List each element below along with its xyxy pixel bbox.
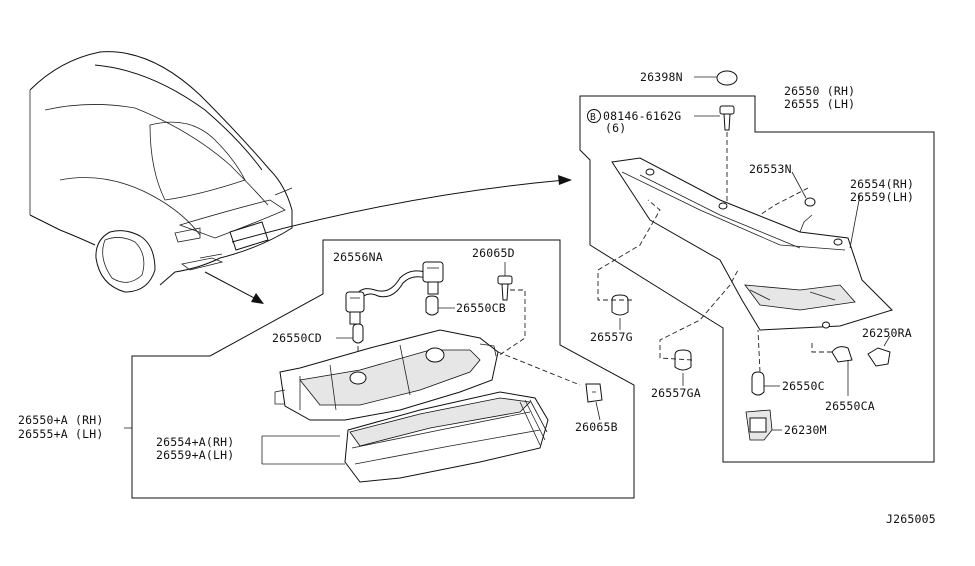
part-labels: 26398N 26550 (RH) 26555 (LH) B 08146-616… — [18, 70, 936, 526]
label-26559-lh: 26559(LH) — [850, 190, 914, 204]
bulb-26550C — [751, 329, 780, 396]
wiring-harness — [345, 261, 444, 325]
arrow-to-rear-light — [231, 175, 572, 243]
screw-26065D — [494, 262, 526, 359]
label-26556NA: 26556NA — [333, 250, 383, 264]
arrow-to-bumper-light — [204, 271, 264, 304]
label-26555-lh: 26555 (LH) — [784, 97, 855, 111]
front-lamp-lens — [344, 391, 549, 483]
rear-combination-lamp — [611, 157, 893, 331]
grommet-26557GA — [659, 269, 739, 386]
label-26550CD: 26550CD — [272, 331, 322, 345]
label-26553N: 26553N — [749, 162, 792, 176]
front-assembly-box — [131, 239, 635, 499]
car-illustration — [29, 51, 293, 293]
clip-26553N — [759, 171, 816, 216]
label-26550CA: 26550CA — [825, 399, 875, 413]
front-lamp-housing — [274, 329, 581, 421]
label-26398N: 26398N — [640, 70, 683, 84]
label-26550CB: 26550CB — [456, 301, 506, 315]
label-26559A-lh: 26559+A(LH) — [156, 448, 234, 462]
bolt-symbol — [587, 109, 601, 123]
label-bolt-qty: (6) — [605, 121, 626, 135]
label-26065D: 26065D — [472, 246, 515, 260]
label-26065B: 26065B — [575, 420, 618, 434]
clip-26065B — [585, 383, 603, 421]
rear-assembly-box — [579, 95, 935, 463]
label-26554A-rh: 26554+A(RH) — [156, 435, 234, 449]
label-26550-rh: 26550 (RH) — [784, 84, 855, 98]
lens-callout-bracket — [124, 427, 345, 465]
gasket-26550CA — [811, 342, 853, 396]
label-bolt-code: 08146-6162G — [603, 109, 681, 123]
label-26557G: 26557G — [590, 330, 633, 344]
bulb-26250RA — [867, 335, 891, 367]
label-26554-rh: 26554(RH) — [850, 177, 914, 191]
cap-26398N — [694, 70, 738, 86]
label-26550A-rh: 26550+A (RH) — [18, 413, 103, 427]
label-26550C: 26550C — [782, 379, 825, 393]
bulb-26550CB — [425, 295, 455, 316]
label-26250RA: 26250RA — [862, 326, 912, 340]
label-bolt-prefix: B — [590, 112, 596, 123]
socket-26230M — [745, 409, 782, 441]
label-26555A-lh: 26555+A (LH) — [18, 427, 103, 441]
diagram-id: J265005 — [886, 512, 936, 526]
label-26557GA: 26557GA — [651, 386, 701, 400]
bolt-08146 — [694, 105, 735, 205]
grommet-26557G — [597, 199, 661, 330]
label-26230M: 26230M — [784, 423, 827, 437]
